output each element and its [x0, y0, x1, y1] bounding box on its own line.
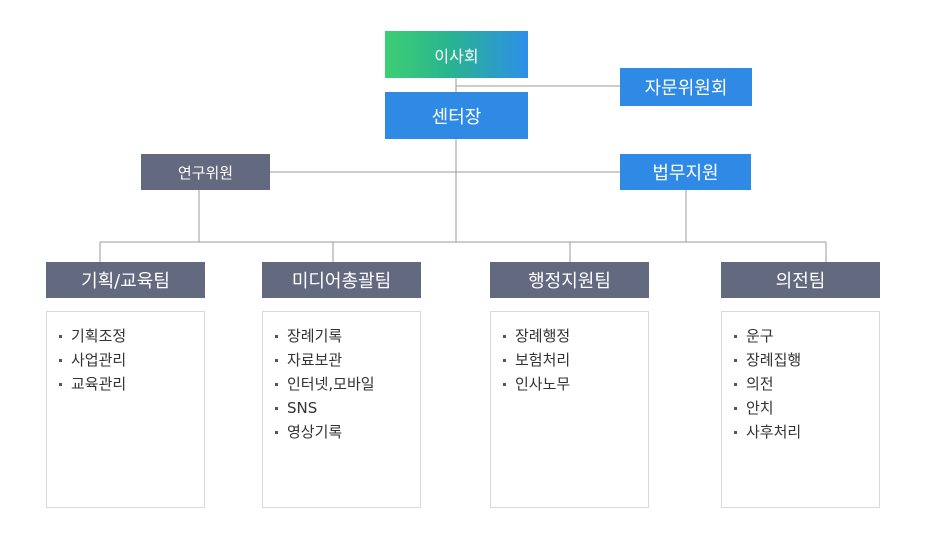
legal-label: 법무지원 — [652, 163, 719, 184]
director-box: 센터장 — [385, 92, 528, 139]
duty-label: 영상기록 — [287, 423, 343, 441]
duty-label: 의전 — [746, 375, 774, 393]
bullet-icon — [734, 358, 737, 362]
duty-label: 인터넷,모바일 — [287, 375, 375, 393]
duty-label: SNS — [287, 399, 318, 417]
bullet-icon — [275, 406, 278, 410]
team-header-media: 미디어총괄팀 — [262, 262, 421, 298]
bullet-icon — [734, 406, 737, 410]
team-panel-planning: 기획조정 사업관리 교육관리 — [46, 311, 205, 508]
duty-label: 자료보관 — [287, 351, 343, 369]
team-header-ceremony: 의전팀 — [721, 262, 880, 298]
duty-label: 사업관리 — [71, 351, 127, 369]
team-duty-list: 기획조정 사업관리 교육관리 — [57, 324, 204, 396]
bullet-icon — [59, 358, 62, 362]
list-item: SNS — [273, 396, 420, 420]
research-box: 연구위원 — [141, 154, 270, 190]
bullet-icon — [734, 430, 737, 434]
advisory-label: 자문위원회 — [644, 78, 728, 99]
list-item: 운구 — [732, 324, 879, 348]
team-duty-list: 운구 장례집행 의전 안치 사후처리 — [732, 324, 879, 444]
duty-label: 장례행정 — [515, 327, 571, 345]
team-title: 행정지원팀 — [528, 271, 611, 292]
bullet-icon — [59, 382, 62, 386]
list-item: 인터넷,모바일 — [273, 372, 420, 396]
team-header-admin: 행정지원팀 — [490, 262, 649, 298]
bullet-icon — [275, 382, 278, 386]
team-title: 의전팀 — [775, 271, 826, 292]
team-header-planning: 기획/교육팀 — [46, 262, 205, 298]
director-label: 센터장 — [431, 106, 482, 128]
list-item: 장례행정 — [501, 324, 648, 348]
list-item: 인사노무 — [501, 372, 648, 396]
list-item: 교육관리 — [57, 372, 204, 396]
list-item: 장례집행 — [732, 348, 879, 372]
duty-label: 보험처리 — [515, 351, 571, 369]
board-box: 이사회 — [385, 31, 528, 78]
bullet-icon — [734, 382, 737, 386]
research-label: 연구위원 — [177, 163, 234, 182]
bullet-icon — [275, 430, 278, 434]
bullet-icon — [59, 334, 62, 338]
list-item: 사업관리 — [57, 348, 204, 372]
team-title: 미디어총괄팀 — [291, 271, 392, 292]
list-item: 자료보관 — [273, 348, 420, 372]
duty-label: 안치 — [746, 399, 774, 417]
team-duty-list: 장례기록 자료보관 인터넷,모바일 SNS 영상기록 — [273, 324, 420, 444]
bullet-icon — [503, 334, 506, 338]
duty-label: 장례기록 — [287, 327, 343, 345]
bullet-icon — [503, 382, 506, 386]
team-panel-admin: 장례행정 보험처리 인사노무 — [490, 311, 649, 508]
list-item: 의전 — [732, 372, 879, 396]
duty-label: 장례집행 — [746, 351, 802, 369]
duty-label: 교육관리 — [71, 375, 127, 393]
duty-label: 인사노무 — [515, 375, 571, 393]
legal-box: 법무지원 — [620, 154, 751, 190]
list-item: 사후처리 — [732, 420, 879, 444]
list-item: 안치 — [732, 396, 879, 420]
team-duty-list: 장례행정 보험처리 인사노무 — [501, 324, 648, 396]
duty-label: 사후처리 — [746, 423, 802, 441]
list-item: 기획조정 — [57, 324, 204, 348]
board-label: 이사회 — [434, 46, 479, 66]
team-panel-ceremony: 운구 장례집행 의전 안치 사후처리 — [721, 311, 880, 508]
list-item: 영상기록 — [273, 420, 420, 444]
list-item: 보험처리 — [501, 348, 648, 372]
advisory-box: 자문위원회 — [620, 68, 752, 106]
team-title: 기획/교육팀 — [81, 271, 170, 292]
bullet-icon — [734, 334, 737, 338]
bullet-icon — [275, 358, 278, 362]
list-item: 장례기록 — [273, 324, 420, 348]
duty-label: 운구 — [746, 327, 774, 345]
bullet-icon — [503, 358, 506, 362]
bullet-icon — [275, 334, 278, 338]
duty-label: 기획조정 — [71, 327, 127, 345]
team-panel-media: 장례기록 자료보관 인터넷,모바일 SNS 영상기록 — [262, 311, 421, 508]
